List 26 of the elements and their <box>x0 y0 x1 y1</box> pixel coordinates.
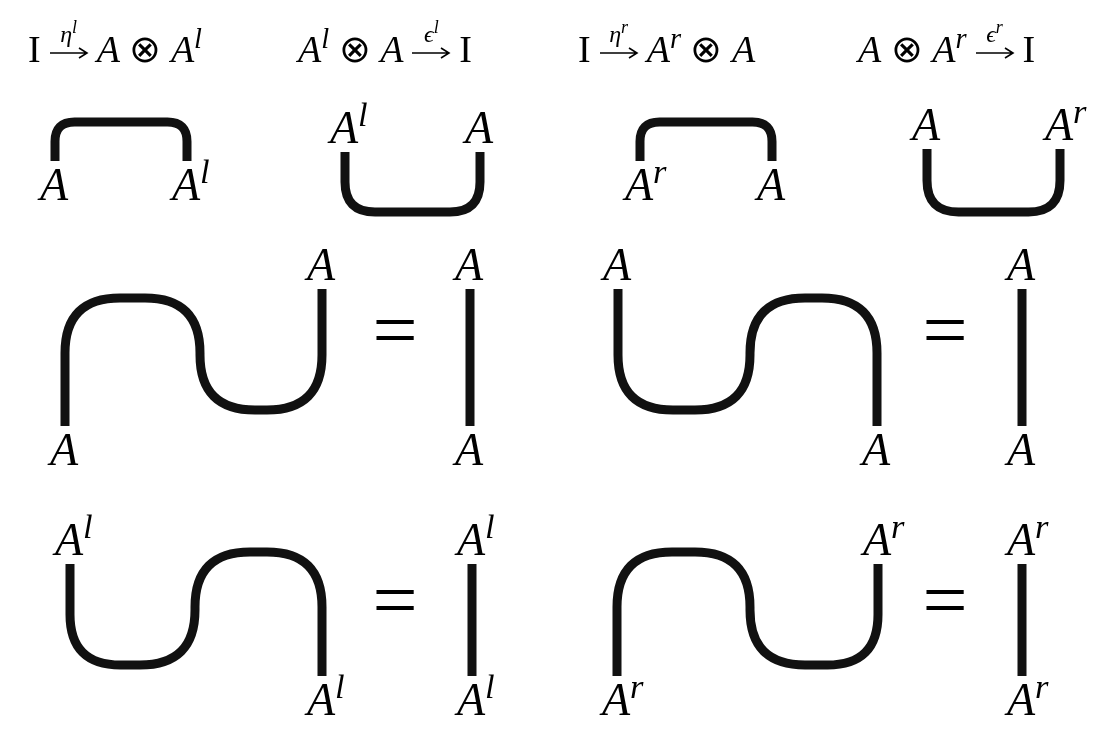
morphism-label: ϵ$^{r}$ <box>986 22 1003 46</box>
wire <box>613 289 882 426</box>
wire <box>1017 289 1027 426</box>
equals-sign: = <box>922 290 968 370</box>
wire <box>340 152 485 217</box>
formula-term: I <box>1022 28 1036 70</box>
morphism-label: η$^{l}$ <box>60 22 78 46</box>
formula-term: I <box>578 28 591 70</box>
formula-term: I <box>459 28 472 70</box>
wire <box>465 289 475 426</box>
morphism-label: ϵ$^{l}$ <box>424 22 439 46</box>
wire <box>467 564 477 676</box>
wire <box>922 149 1065 217</box>
wire <box>1017 564 1027 676</box>
formula-term: A ⊗ A$^{l}$ <box>96 28 202 70</box>
formula-term: A$^{l}$ ⊗ A <box>298 28 404 70</box>
formula-term: I <box>28 28 41 70</box>
wire <box>60 289 327 426</box>
formula-term: A ⊗ A$^{r}$ <box>858 28 967 70</box>
wire <box>65 547 327 676</box>
morphism-label: η$^{r}$ <box>609 22 629 46</box>
equals-sign: = <box>922 560 968 640</box>
equals-sign: = <box>372 290 418 370</box>
formula-term: A$^{r}$ ⊗ A <box>646 28 756 70</box>
wire <box>612 547 883 676</box>
equals-sign: = <box>372 560 418 640</box>
